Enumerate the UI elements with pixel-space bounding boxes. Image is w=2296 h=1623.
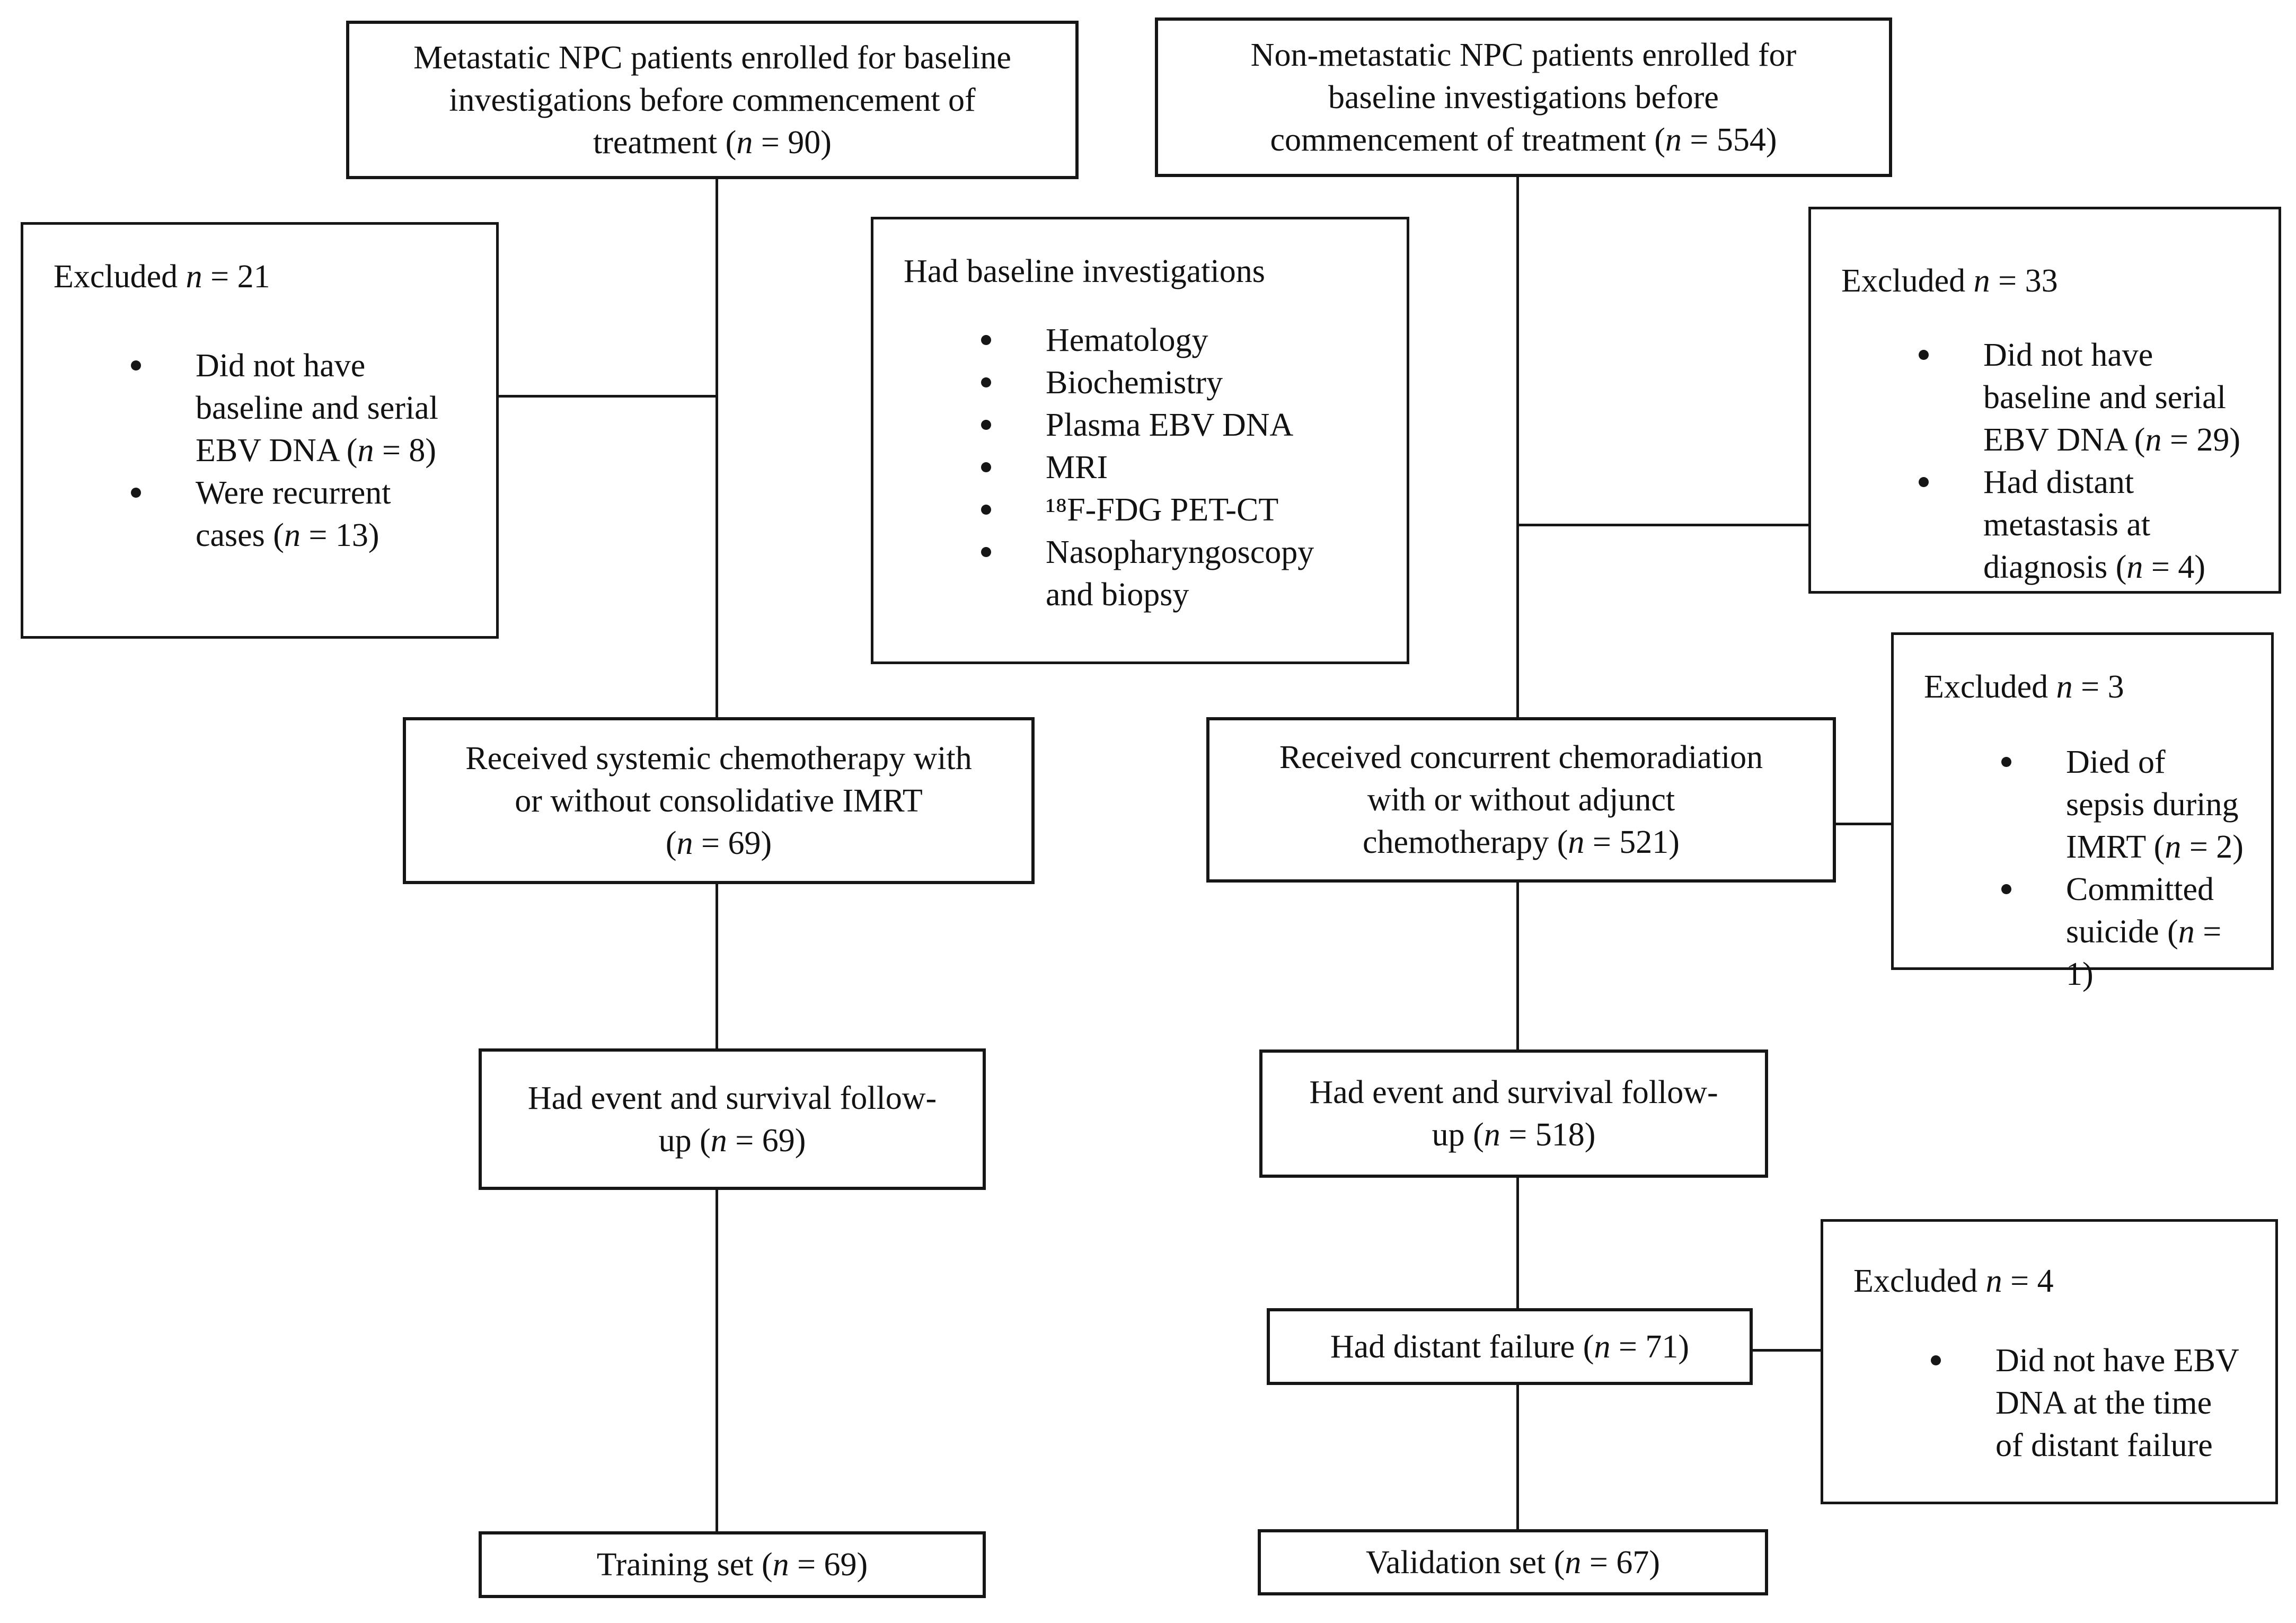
list-item: Were recurrent cases (n = 13) xyxy=(54,472,480,557)
training-set-box: Training set (n = 69) xyxy=(479,1531,986,1598)
baseline-investigations-box: Had baseline investigations Hematology B… xyxy=(871,217,1409,664)
training-set-text: Training set (n = 69) xyxy=(596,1547,868,1583)
treatment-nonmetastatic-text: Received concurrent chemoradiation with … xyxy=(1279,739,1763,860)
excluded-during-treatment-title: Excluded n = 3 xyxy=(1924,669,2124,705)
list-item: ¹⁸F-FDG PET-CT xyxy=(904,489,1391,531)
list-item: Plasma EBV DNA xyxy=(904,404,1391,446)
excluded-metastatic-list: Did not have baseline and serial EBV DNA… xyxy=(54,345,480,557)
list-item: Hematology xyxy=(904,319,1391,361)
distant-failure-box: Had distant failure (n = 71) xyxy=(1267,1308,1753,1385)
excluded-nonmetastatic-list: Did not have baseline and serial EBV DNA… xyxy=(1841,334,2263,588)
list-item: Did not have baseline and serial EBV DNA… xyxy=(1841,334,2263,461)
connector-treatment-to-followup-right-line xyxy=(1516,880,1519,1049)
list-item: Died of sepsis during IMRT (n = 2) xyxy=(1924,741,2255,868)
followup-nonmetastatic-box: Had event and survival follow- up (n = 5… xyxy=(1259,1049,1768,1178)
list-item: Did not have EBV DNA at the time of dist… xyxy=(1853,1339,2259,1467)
excluded-distant-failure-list: Did not have EBV DNA at the time of dist… xyxy=(1853,1339,2259,1467)
excluded-during-treatment-list: Died of sepsis during IMRT (n = 2) Commi… xyxy=(1924,741,2255,995)
connector-enrollment-to-treatment-left-line xyxy=(716,177,718,717)
excluded-distant-failure-box: Excluded n = 4 Did not have EBV DNA at t… xyxy=(1821,1219,2278,1504)
list-item: MRI xyxy=(904,446,1391,489)
excluded-during-treatment-box: Excluded n = 3 Died of sepsis during IMR… xyxy=(1891,632,2274,992)
connector-excluded-metastatic-line xyxy=(499,395,717,398)
list-item: Had distant metastasis at diagnosis (n =… xyxy=(1841,461,2263,588)
connector-excluded-nonmetastatic-line xyxy=(1517,524,1808,526)
excluded-distant-failure-title: Excluded n = 4 xyxy=(1853,1263,2054,1299)
connector-followup-to-training-left-line xyxy=(716,1187,718,1531)
treatment-metastatic-text: Received systemic chemotherapy with or w… xyxy=(465,740,972,861)
list-item: Biochemistry xyxy=(904,361,1391,404)
list-item: Committed suicide (n = 1) xyxy=(1924,868,2255,995)
excluded-nonmetastatic-title: Excluded n = 33 xyxy=(1841,263,2058,299)
list-item: Nasopharyngoscopy and biopsy xyxy=(904,531,1391,616)
excluded-nonmetastatic-box: Excluded n = 33 Did not have baseline an… xyxy=(1808,207,2281,594)
followup-nonmetastatic-text: Had event and survival follow- up (n = 5… xyxy=(1309,1074,1718,1153)
list-item: Did not have baseline and serial EBV DNA… xyxy=(54,345,480,472)
connector-excluded-distant-failure-line xyxy=(1753,1349,1821,1352)
followup-metastatic-box: Had event and survival follow- up (n = 6… xyxy=(479,1048,986,1190)
enrollment-metastatic-text: Metastatic NPC patients enrolled for bas… xyxy=(413,39,1011,161)
excluded-metastatic-title: Excluded n = 21 xyxy=(54,259,270,295)
treatment-metastatic-box: Received systemic chemotherapy with or w… xyxy=(403,717,1035,884)
connector-excluded-during-treatment-line xyxy=(1834,823,1891,825)
validation-set-box: Validation set (n = 67) xyxy=(1258,1529,1768,1595)
connector-followup-to-distant-failure-line xyxy=(1516,1176,1519,1308)
validation-set-text: Validation set (n = 67) xyxy=(1366,1544,1660,1581)
followup-metastatic-text: Had event and survival follow- up (n = 6… xyxy=(527,1080,937,1159)
connector-distant-failure-to-validation-line xyxy=(1516,1383,1519,1529)
treatment-nonmetastatic-box: Received concurrent chemoradiation with … xyxy=(1206,717,1836,883)
baseline-investigations-title: Had baseline investigations xyxy=(904,253,1265,289)
enrollment-metastatic-box: Metastatic NPC patients enrolled for bas… xyxy=(346,21,1079,179)
connector-treatment-to-followup-left-line xyxy=(716,882,718,1048)
baseline-investigations-list: Hematology Biochemistry Plasma EBV DNA M… xyxy=(904,319,1391,616)
excluded-metastatic-box: Excluded n = 21 Did not have baseline an… xyxy=(21,222,499,639)
enrollment-nonmetastatic-box: Non-metastatic NPC patients enrolled for… xyxy=(1155,17,1892,177)
enrollment-nonmetastatic-text: Non-metastatic NPC patients enrolled for… xyxy=(1250,37,1797,158)
connector-enrollment-to-treatment-right-line xyxy=(1516,175,1519,717)
distant-failure-text: Had distant failure (n = 71) xyxy=(1330,1328,1690,1365)
